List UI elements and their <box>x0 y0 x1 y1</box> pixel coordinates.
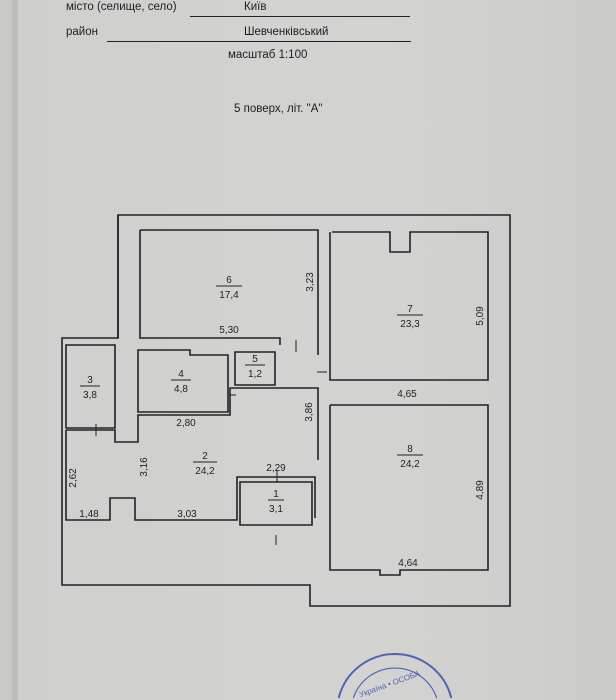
room-6-label: 617,4 <box>216 275 242 301</box>
page-fold <box>12 0 18 700</box>
room-3-label: 33,8 <box>80 375 100 401</box>
city-value: Київ <box>244 1 267 13</box>
room-8-label: 824,2 <box>397 444 423 470</box>
svg-text:23,3: 23,3 <box>400 319 420 330</box>
svg-text:2,29: 2,29 <box>266 463 286 474</box>
svg-text:5: 5 <box>252 354 258 365</box>
svg-text:3,86: 3,86 <box>304 402 315 422</box>
svg-text:5,09: 5,09 <box>475 306 486 326</box>
svg-text:1: 1 <box>273 489 279 500</box>
svg-text:Україна • ОСОБА: Україна • ОСОБА <box>358 669 422 700</box>
stamp: Україна • ОСОБА <box>337 653 453 700</box>
svg-text:4,89: 4,89 <box>475 480 486 500</box>
svg-text:2,80: 2,80 <box>176 418 196 429</box>
document-page <box>18 0 616 700</box>
svg-text:1,48: 1,48 <box>79 509 99 520</box>
svg-text:2,62: 2,62 <box>68 468 79 488</box>
svg-text:8: 8 <box>407 444 413 455</box>
svg-text:3,8: 3,8 <box>83 390 97 401</box>
room-5-label: 51,2 <box>245 354 265 380</box>
svg-text:3,03: 3,03 <box>177 509 197 520</box>
svg-text:3,16: 3,16 <box>139 457 150 477</box>
door-marks <box>95 340 327 545</box>
svg-text:24,2: 24,2 <box>400 459 420 470</box>
svg-text:4: 4 <box>178 369 184 380</box>
room-1-label: 13,1 <box>268 489 284 515</box>
svg-text:4,64: 4,64 <box>398 558 418 569</box>
district-label: район <box>66 26 98 38</box>
svg-text:4,65: 4,65 <box>397 389 417 400</box>
svg-text:6: 6 <box>226 275 232 286</box>
district-value: Шевченківський <box>244 26 329 38</box>
room-7-label: 723,3 <box>397 304 423 330</box>
svg-text:24,2: 24,2 <box>195 466 215 477</box>
svg-text:3,1: 3,1 <box>269 504 283 515</box>
room-2-label: 224,2 <box>193 451 217 477</box>
walls <box>61 214 511 607</box>
svg-text:2: 2 <box>202 451 208 462</box>
svg-text:17,4: 17,4 <box>219 290 239 301</box>
svg-text:3: 3 <box>87 375 93 386</box>
floor-title: 5 поверх, літ. "А" <box>234 103 323 115</box>
svg-text:7: 7 <box>407 304 413 315</box>
svg-text:4,8: 4,8 <box>174 384 188 395</box>
svg-text:3,23: 3,23 <box>305 272 316 292</box>
svg-text:1,2: 1,2 <box>248 369 262 380</box>
room-4-label: 44,8 <box>171 369 191 395</box>
city-underline <box>190 16 410 17</box>
district-underline <box>107 41 411 42</box>
scale-text: масштаб 1:100 <box>228 49 308 61</box>
svg-text:5,30: 5,30 <box>219 325 239 336</box>
city-label: місто (селище, село) <box>66 1 177 13</box>
room-labels: 617,4 723,3 33,8 44,8 51,2 224,2 13,1 82… <box>80 275 423 515</box>
dimension-labels: 3,23 5,30 5,09 4,65 2,80 3,86 2,62 3,16 … <box>68 272 486 569</box>
